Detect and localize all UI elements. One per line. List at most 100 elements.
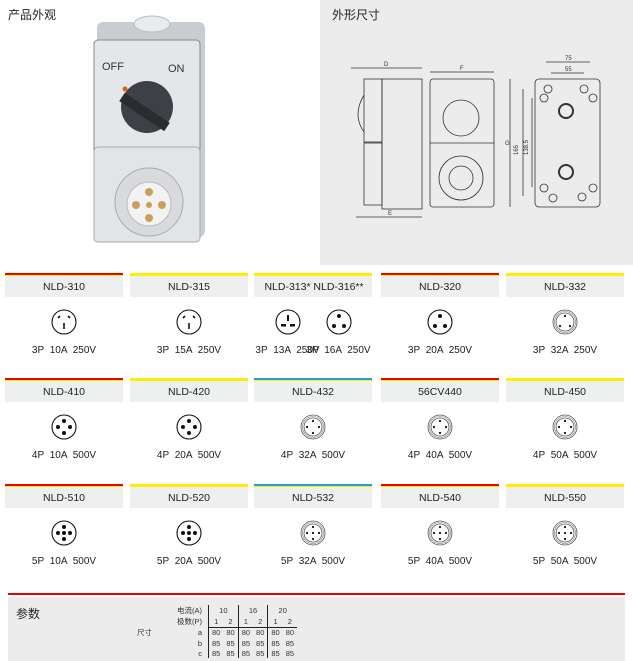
product-code-header: NLD-410	[5, 378, 123, 402]
socket-ring5-icon	[300, 520, 326, 546]
dimension-value: 80	[237, 627, 254, 638]
section-title-dimensions: 外形尺寸	[332, 8, 381, 22]
current-value: 20	[267, 605, 298, 616]
divider	[8, 593, 625, 595]
dimension-value: 85	[256, 648, 265, 658]
product-spec: 4P 10A 500V	[31, 450, 97, 461]
product-code: NLD-532	[291, 492, 335, 504]
dimension-name: a	[197, 628, 202, 637]
svg-text:E: E	[388, 211, 392, 217]
product-code: NLD-316**	[313, 281, 364, 293]
product-code: 56CV440	[418, 386, 462, 398]
size-label	[134, 648, 174, 658]
dimension-value: 80	[226, 628, 235, 638]
product-code: NLD-432	[291, 386, 335, 398]
product-card: NLD-432 4P 32A 500V	[254, 378, 372, 478]
socket-ring5-icon	[427, 520, 453, 546]
socket-round4-icon	[176, 414, 202, 440]
product-spec: 3P 32A 250V	[532, 345, 598, 356]
dimension-name: b	[197, 638, 202, 648]
size-label: 尺寸	[137, 628, 152, 637]
product-code: NLD-310	[42, 281, 86, 293]
product-code-header: NLD-310	[5, 273, 123, 297]
socket-round3-icon	[427, 309, 453, 335]
dimension-value: 85	[208, 648, 224, 658]
product-spec: 4P 50A 500V	[532, 450, 598, 461]
product-code-header: NLD-432	[254, 378, 372, 402]
product-card: NLD-332 3P 32A 250V	[506, 273, 624, 373]
socket-uk3-icon	[274, 309, 301, 335]
socket-ring4-icon	[300, 414, 326, 440]
dimension-value: 85	[267, 648, 283, 658]
product-code: NLD-550	[543, 492, 587, 504]
dimension-value: 80	[208, 627, 224, 638]
svg-text:F: F	[460, 66, 464, 72]
current-value: 10	[208, 605, 239, 616]
dimension-value: 80	[256, 628, 265, 638]
product-code-header: NLD-532	[254, 484, 372, 508]
socket-round5-icon	[176, 520, 202, 546]
svg-text:165: 165	[514, 144, 520, 155]
dimensions-panel: 外形尺寸 D E F G 75 55 165 138.5	[320, 0, 633, 265]
poles-label: 极数(P)	[177, 617, 202, 626]
product-code-header: NLD-520	[130, 484, 248, 508]
product-card: NLD-532 5P 32A 500V	[254, 484, 372, 584]
dimension-value: 85	[285, 638, 295, 648]
product-spec: 3P 16A 250V	[306, 345, 371, 356]
current-label: 电流(A)	[177, 606, 202, 615]
product-code-header: NLD-320	[381, 273, 499, 297]
socket-round3-icon	[325, 309, 352, 335]
product-code: NLD-520	[167, 492, 211, 504]
socket-aus3-icon	[51, 309, 77, 335]
product-spec: 5P 10A 500V	[31, 556, 97, 567]
socket-ring5-icon	[552, 520, 578, 546]
product-appearance-panel: 产品外观 OFF ON	[0, 0, 318, 265]
product-photo: OFF ON	[93, 15, 205, 243]
product-spec: 3P 10A 250V	[31, 345, 97, 356]
product-code-header: NLD-332	[506, 273, 624, 297]
svg-text:138.5: 138.5	[524, 139, 530, 155]
product-code-header: NLD-313*NLD-316**	[254, 273, 372, 297]
socket-ring3-icon	[552, 309, 578, 335]
product-code: NLD-420	[167, 386, 211, 398]
product-code: NLD-332	[543, 281, 587, 293]
product-code-header: NLD-510	[5, 484, 123, 508]
product-code-header: NLD-315	[130, 273, 248, 297]
product-spec: 3P 13A 250V	[255, 345, 320, 356]
product-spec: 5P 20A 500V	[156, 556, 222, 567]
pole-value: 2	[223, 616, 239, 628]
product-spec: 5P 32A 500V	[280, 556, 346, 567]
product-code: NLD-315	[167, 281, 211, 293]
product-code: NLD-450	[543, 386, 587, 398]
dimension-value: 85	[285, 648, 295, 658]
product-code: NLD-510	[42, 492, 86, 504]
product-card: NLD-450 4P 50A 500V	[506, 378, 624, 478]
product-code-header: NLD-450	[506, 378, 624, 402]
dimension-value: 80	[285, 628, 295, 638]
dimension-value: 85	[267, 638, 283, 648]
product-card: NLD-420 4P 20A 500V	[130, 378, 248, 478]
socket-ring4-icon	[552, 414, 578, 440]
svg-text:75: 75	[565, 56, 572, 62]
product-spec: 4P 20A 500V	[156, 450, 222, 461]
pole-value: 2	[282, 616, 298, 628]
parameters-title: 参数	[16, 607, 41, 621]
product-code-header: NLD-550	[506, 484, 624, 508]
product-card: NLD-520 5P 20A 500V	[130, 484, 248, 584]
product-spec: 4P 32A 500V	[280, 450, 346, 461]
dimension-value: 85	[208, 638, 224, 648]
product-code: NLD-320	[418, 281, 462, 293]
product-card: NLD-310 3P 10A 250V	[5, 273, 123, 373]
dimension-name: c	[198, 648, 202, 658]
svg-text:G: G	[505, 141, 510, 147]
product-card: NLD-410 4P 10A 500V	[5, 378, 123, 478]
product-spec: 5P 40A 500V	[407, 556, 473, 567]
